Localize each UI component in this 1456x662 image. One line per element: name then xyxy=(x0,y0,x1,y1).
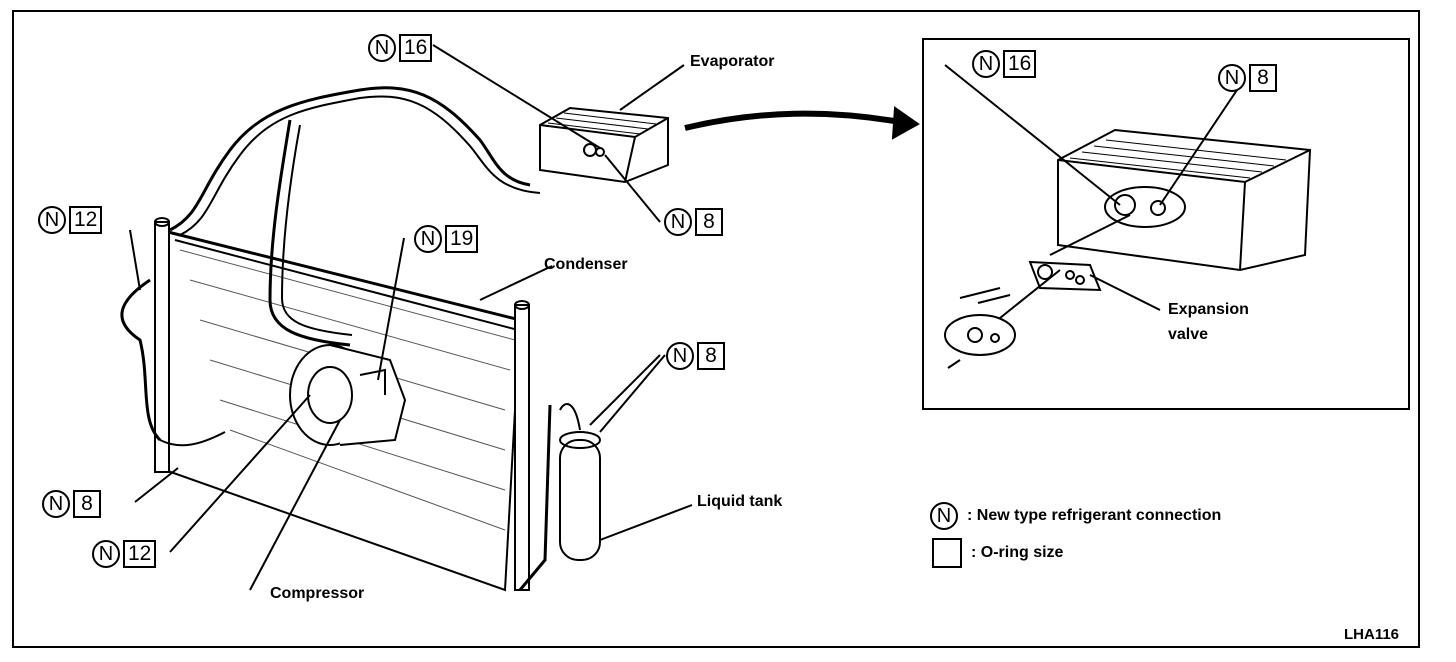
oring-size-box: 12 xyxy=(123,540,157,568)
n-symbol: N xyxy=(42,490,70,518)
n-symbol: N xyxy=(1218,64,1246,92)
n-symbol: N xyxy=(368,34,396,62)
expansion-valve-label-line2: valve xyxy=(1168,326,1209,343)
callout-compressor: N 19 xyxy=(414,225,479,253)
oring-size-legend-box xyxy=(932,538,962,568)
oring-size-box: 8 xyxy=(73,490,101,518)
oring-size-box: 16 xyxy=(1003,50,1037,78)
legend-n-row: N : New type refrigerant connection xyxy=(930,502,1221,530)
evaporator-drawing xyxy=(539,106,669,184)
liquid-tank-label: Liquid tank xyxy=(697,493,783,510)
n-symbol: N xyxy=(972,50,1000,78)
n-symbol: N xyxy=(666,342,694,370)
legend-n-text: : New type refrigerant connection xyxy=(967,507,1222,524)
inset-detail-frame xyxy=(922,38,1410,410)
callout-left-bottom: N 8 xyxy=(42,490,101,518)
oring-size-box: 19 xyxy=(445,225,479,253)
evaporator-label: Evaporator xyxy=(690,53,775,70)
liquid-tank-drawing xyxy=(518,403,601,591)
n-symbol: N xyxy=(414,225,442,253)
expansion-valve-label-line1: Expansion xyxy=(1168,301,1249,318)
callout-inset-left: N 16 xyxy=(972,50,1037,78)
compressor-drawing xyxy=(289,344,407,446)
callout-inset-right: N 8 xyxy=(1218,64,1277,92)
oring-size-box: 8 xyxy=(695,208,723,236)
oring-size-box: 8 xyxy=(697,342,725,370)
callout-evap-bottom: N 8 xyxy=(664,208,723,236)
legend-box-text: : O-ring size xyxy=(971,544,1064,561)
inset-expansion-valve-drawing xyxy=(944,214,1131,369)
callout-evap-top: N 16 xyxy=(368,34,433,62)
condenser-label: Condenser xyxy=(544,256,628,273)
n-symbol: N xyxy=(92,540,120,568)
legend-box-row: : O-ring size xyxy=(932,538,1063,568)
compressor-label: Compressor xyxy=(270,585,365,602)
callout-compressor-left: N 12 xyxy=(92,540,157,568)
callout-liquid-tank: N 8 xyxy=(666,342,725,370)
n-symbol: N xyxy=(38,206,66,234)
oring-size-box: 8 xyxy=(1249,64,1277,92)
oring-size-box: 16 xyxy=(399,34,433,62)
oring-size-box: 12 xyxy=(69,206,103,234)
n-symbol: N xyxy=(930,502,958,530)
figure-frame xyxy=(12,10,1420,648)
figure-id: LHA116 xyxy=(1344,626,1400,643)
n-symbol: N xyxy=(664,208,692,236)
callout-left-top: N 12 xyxy=(38,206,103,234)
